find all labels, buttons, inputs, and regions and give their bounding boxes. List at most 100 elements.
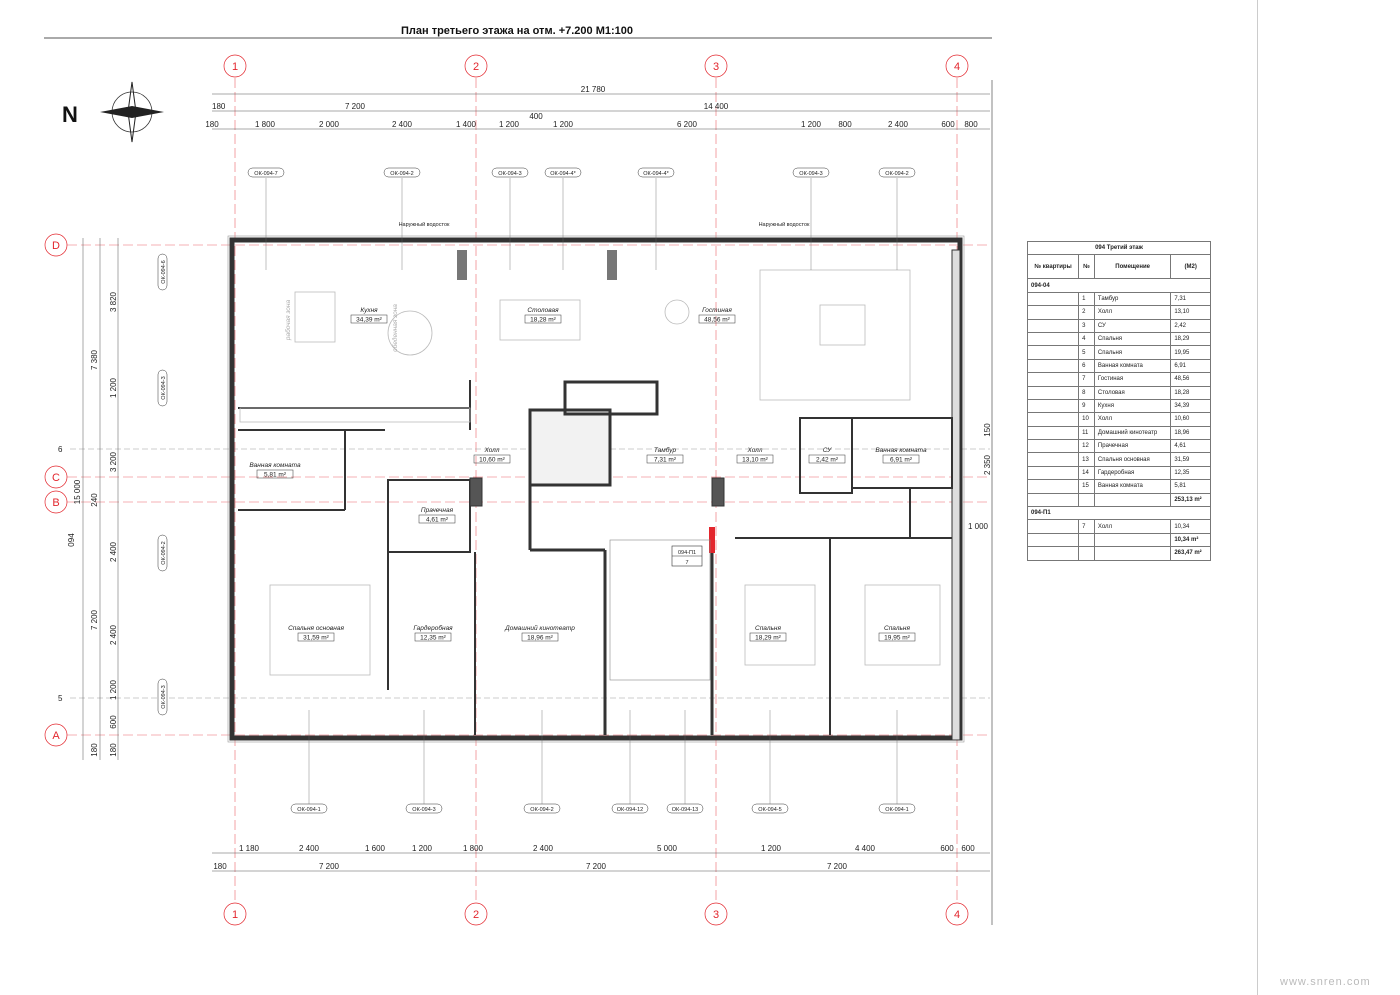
- table-cell: 10,60: [1170, 412, 1211, 427]
- column-header: (М2): [1170, 254, 1211, 280]
- table-cell: 34,39: [1170, 398, 1211, 414]
- table-cell: [1078, 492, 1095, 508]
- window-tag-label: ОК-094-3: [498, 171, 521, 177]
- table-cell: 5: [1078, 345, 1095, 360]
- room-name: Спальня основная: [288, 625, 344, 632]
- table-cell: [1078, 546, 1095, 561]
- room-area: 48,56 m²: [704, 317, 730, 324]
- dimension: 1 400: [456, 120, 477, 129]
- window-tag-label: ОК-094-2: [161, 541, 167, 564]
- grid-bubble: [945, 54, 969, 78]
- dimension: 7 200: [345, 102, 366, 111]
- room-name: Прачечная: [421, 507, 454, 514]
- window-tag: ОК-094-12: [611, 803, 649, 814]
- grid-bubble: [44, 723, 68, 747]
- area-box: [878, 632, 916, 642]
- table-cell: [1026, 439, 1080, 454]
- table-cell: [1026, 385, 1080, 400]
- area-box: [418, 514, 456, 524]
- table-cell: [1026, 492, 1080, 508]
- table-cell: Гостиная: [1093, 372, 1172, 387]
- room-name: Гостиная: [702, 307, 732, 314]
- dimension: 1 200: [801, 120, 822, 129]
- table-cell: [1026, 412, 1080, 427]
- room-name: Ванная комната: [875, 447, 927, 454]
- dimension: 1 200: [109, 377, 118, 398]
- window-tag-outline: [792, 167, 830, 178]
- dimension: 2 400: [888, 120, 909, 129]
- zone-label: обеденная зона: [391, 304, 399, 352]
- dimension: 180: [212, 102, 226, 111]
- table-cell: 48,56: [1170, 372, 1211, 387]
- column-header: № квартиры: [1026, 254, 1080, 280]
- table-cell: 10: [1078, 412, 1095, 427]
- room-area: 18,29 m²: [755, 635, 781, 642]
- dimension: 14 400: [704, 102, 729, 111]
- grid-bubble: [945, 902, 969, 926]
- table-cell: [1026, 305, 1080, 320]
- dimension: 4 400: [855, 844, 876, 853]
- table-cell: 6: [1078, 358, 1095, 374]
- dimension: 2 400: [392, 120, 413, 129]
- apartment-code: 094-04: [1027, 278, 1211, 293]
- window-tag: ОК-094-2: [878, 167, 916, 178]
- grid-label-row: B: [52, 497, 59, 509]
- window-tag: ОК-094-3: [405, 803, 443, 814]
- window-tag-outline: [247, 167, 285, 178]
- window-tag: ОК-094-3: [491, 167, 529, 178]
- table-cell: [1093, 546, 1172, 561]
- table-cell: 18,29: [1170, 331, 1211, 347]
- window-tag: ОК-094-3: [157, 369, 168, 407]
- grid-bubble: [223, 54, 247, 78]
- window-tag-label: ОК-094-1: [297, 807, 320, 813]
- table-cell: 3: [1078, 318, 1095, 333]
- area-box: [524, 314, 562, 324]
- grid-label-col: 3: [713, 909, 719, 921]
- room-area: 13,10 m²: [742, 457, 768, 464]
- window-tag-label: ОК-094-3: [412, 807, 435, 813]
- grid-bubble: [44, 465, 68, 489]
- watermark: www.snren.com: [1280, 976, 1371, 988]
- window-tag-outline: [544, 167, 582, 178]
- table-subtotal-row: 253,13 m²: [1026, 492, 1211, 508]
- apartment-code: 094-П1: [1027, 506, 1211, 521]
- room-area: 7,31 m²: [654, 457, 677, 464]
- total: 263,47 m²: [1170, 546, 1211, 561]
- window-tag: ОК-094-4*: [544, 167, 582, 178]
- window-tag-label: ОК-094-7: [254, 171, 277, 177]
- grid-bubble: [704, 54, 728, 78]
- dimension: 15 000: [73, 479, 82, 504]
- subtotal: 253,13 m²: [1170, 492, 1211, 508]
- drain-note: Наружный водосток: [759, 221, 810, 228]
- table-cell: [1026, 331, 1080, 347]
- dimension: 1 800: [255, 120, 276, 129]
- window-tag-outline: [157, 534, 168, 572]
- stair-room-number: 7: [685, 560, 688, 566]
- grid-bubble: [44, 490, 68, 514]
- table-cell: 7: [1078, 519, 1095, 534]
- room-area: 10,60 m²: [479, 457, 505, 464]
- dimension: 1 200: [553, 120, 574, 129]
- dimension: 2 000: [319, 120, 340, 129]
- room-area: 12,35 m²: [420, 635, 446, 642]
- table-cell: [1026, 372, 1080, 387]
- table-cell: Спальня: [1093, 345, 1172, 360]
- dimension: 180: [205, 120, 219, 129]
- table-cell: 9: [1078, 398, 1095, 414]
- column-header: №: [1078, 254, 1095, 280]
- dimension: 150: [983, 423, 992, 437]
- dimension: 7 200: [90, 609, 99, 630]
- dimension-total: 21 780: [581, 85, 606, 94]
- grid-bubble: [704, 902, 728, 926]
- table-cell: 12: [1078, 439, 1095, 454]
